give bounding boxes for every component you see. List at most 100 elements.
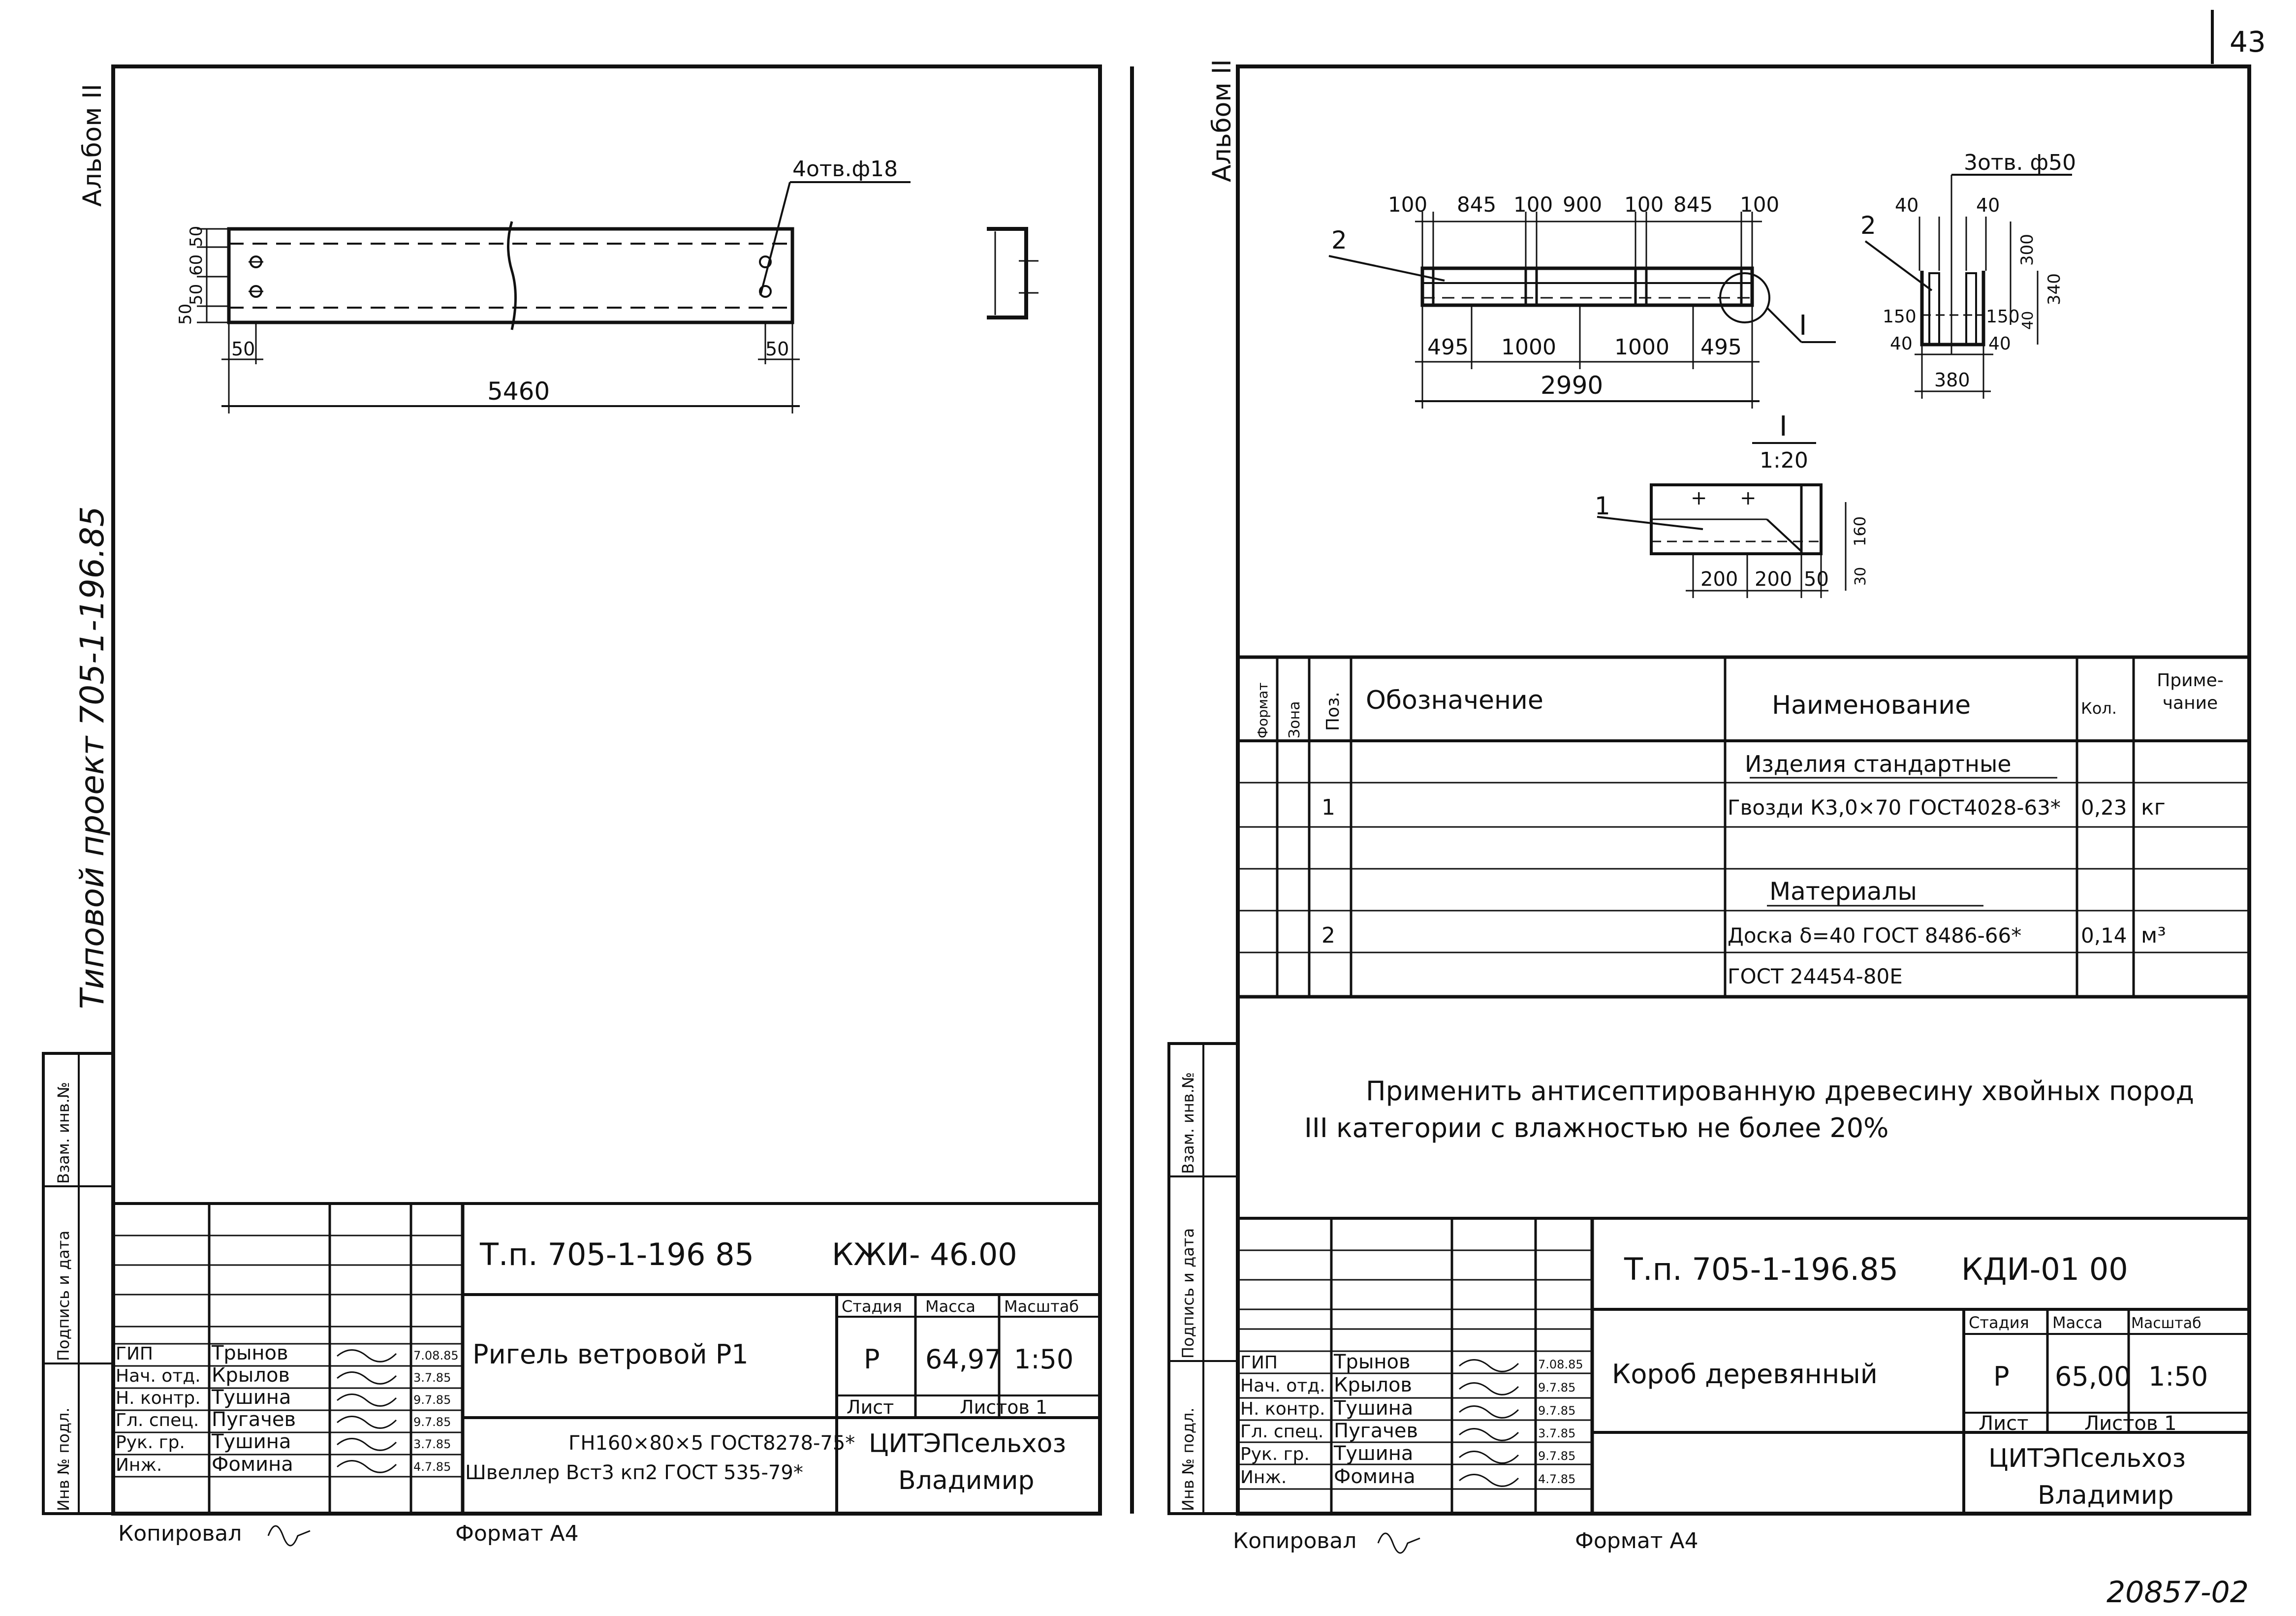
svg-text:Фомина: Фомина xyxy=(212,1453,293,1476)
svg-text:50: 50 xyxy=(187,284,206,305)
left-podp-data: Подпись и дата xyxy=(54,1231,73,1361)
left-signatures xyxy=(337,1349,397,1473)
right-roles: ГИП Трынов 7.08.85 Нач. отд. Крылов 9.7.… xyxy=(1240,1351,1583,1488)
spec-section-standard: Изделия стандартные xyxy=(1745,751,2012,777)
svg-text:Формат: Формат xyxy=(1255,682,1271,738)
svg-text:Владимир: Владимир xyxy=(898,1466,1035,1495)
svg-text:0,14: 0,14 xyxy=(2081,923,2127,948)
spec-header-note: Приме-чание xyxy=(2157,670,2224,713)
detail-plus-2: + xyxy=(1740,487,1757,509)
svg-text:3.7.85: 3.7.85 xyxy=(413,1437,451,1451)
svg-text:40: 40 xyxy=(1988,334,2011,354)
svg-text:845: 845 xyxy=(1457,192,1496,217)
svg-text:Масса: Масса xyxy=(925,1297,975,1316)
svg-text:Гл. спец.: Гл. спец. xyxy=(1240,1422,1323,1442)
box-cross-section: 3отв. ф50 40 40 300 340 40 150 150 40 40… xyxy=(1860,150,2076,399)
left-code: Т.п. 705-1-196 85 xyxy=(479,1236,754,1272)
svg-text:Гл. спец.: Гл. спец. xyxy=(116,1410,199,1430)
svg-text:Фомина: Фомина xyxy=(1334,1465,1415,1488)
svg-text:Крылов: Крылов xyxy=(212,1364,290,1387)
right-frame xyxy=(1236,64,2251,1516)
svg-text:50: 50 xyxy=(176,304,195,325)
svg-text:4.7.85: 4.7.85 xyxy=(1538,1472,1575,1486)
svg-text:Зона: Зона xyxy=(1286,701,1303,738)
svg-text:Листов 1: Листов 1 xyxy=(2084,1412,2177,1435)
bottom-code: 20857-02 xyxy=(2107,1575,2249,1610)
right-sheet: Альбом II Инв № подл. Подпись и дата Вза… xyxy=(1167,59,2251,1554)
left-vzam-inv: Взам. инв.№ xyxy=(54,1082,73,1184)
right-album: Альбом II xyxy=(1207,59,1237,182)
svg-text:Владимир: Владимир xyxy=(2038,1481,2174,1510)
svg-text:Лист: Лист xyxy=(1979,1412,2028,1435)
sec-holes: 3отв. ф50 xyxy=(1964,150,2076,175)
svg-text:Инж.: Инж. xyxy=(116,1455,162,1475)
svg-text:9.7.85: 9.7.85 xyxy=(413,1393,451,1407)
svg-text:200: 200 xyxy=(1755,568,1792,591)
right-format: Формат А4 xyxy=(1575,1528,1698,1553)
svg-text:Инж.: Инж. xyxy=(1240,1467,1287,1488)
left-frame xyxy=(111,64,1102,1516)
right-podp-data: Подпись и дата xyxy=(1179,1228,1197,1359)
svg-text:Нач. отд.: Нач. отд. xyxy=(1240,1376,1325,1396)
svg-text:65,00: 65,00 xyxy=(2055,1361,2131,1392)
svg-text:1:50: 1:50 xyxy=(1014,1344,1073,1375)
detail-node: I 1:20 + + 1 200 200 50 160 30 xyxy=(1595,411,1869,598)
left-material-2: Швеллер Вст3 кп2 ГОСТ 535-79* xyxy=(465,1461,803,1484)
svg-text:Тушина: Тушина xyxy=(1333,1442,1413,1465)
svg-text:100: 100 xyxy=(1740,192,1779,217)
svg-text:ЦИТЭПсельхоз: ЦИТЭПсельхоз xyxy=(869,1429,1066,1458)
svg-text:0,23: 0,23 xyxy=(2081,795,2127,820)
svg-text:60: 60 xyxy=(187,254,206,276)
left-project-side: Типовой проект 705-1-196.85 xyxy=(73,506,111,1009)
svg-text:380: 380 xyxy=(1934,369,1970,391)
svg-text:9.7.85: 9.7.85 xyxy=(1538,1404,1575,1418)
svg-text:Рук. гр.: Рук. гр. xyxy=(116,1432,185,1453)
svg-text:Масштаб: Масштаб xyxy=(1004,1297,1079,1316)
spec-header-name: Наименование xyxy=(1772,691,1971,720)
left-doc: КЖИ- 46.00 xyxy=(832,1236,1017,1272)
svg-text:50: 50 xyxy=(231,338,255,360)
note-line-1: Применить антисептированную древесину хв… xyxy=(1366,1076,2194,1107)
svg-text:Трынов: Трынов xyxy=(1333,1351,1411,1373)
node-label: I xyxy=(1799,310,1807,342)
left-inv-podl: Инв № подл. xyxy=(54,1407,73,1511)
svg-text:Н. контр.: Н. контр. xyxy=(1240,1399,1325,1419)
svg-text:I: I xyxy=(1779,411,1788,443)
svg-text:Масса: Масса xyxy=(2052,1313,2103,1332)
svg-text:1: 1 xyxy=(1321,795,1335,820)
left-title-block: Т.п. 705-1-196 85 КЖИ- 46.00 Ригель ветр… xyxy=(113,1202,1100,1514)
svg-text:160: 160 xyxy=(1851,516,1869,546)
svg-text:9.7.85: 9.7.85 xyxy=(413,1415,451,1429)
right-doc: КДИ-01 00 xyxy=(1961,1251,2128,1287)
page-number: 43 xyxy=(2230,25,2266,59)
svg-text:Крылов: Крылов xyxy=(1334,1374,1412,1396)
svg-text:Кол.: Кол. xyxy=(2081,699,2117,718)
beam-drawing: 4отв.ф18 50 60 50 50 50 50 5460 xyxy=(176,157,1038,413)
left-roles: ГИП Трынов 7.08.85 Нач. отд. Крылов 3.7.… xyxy=(116,1342,459,1476)
right-copied: Копировал xyxy=(1233,1528,1356,1553)
left-format: Формат А4 xyxy=(455,1521,579,1546)
svg-text:1:50: 1:50 xyxy=(2148,1361,2208,1392)
right-code: Т.п. 705-1-196.85 xyxy=(1624,1251,1898,1287)
svg-text:4.7.85: 4.7.85 xyxy=(413,1460,451,1474)
svg-text:300: 300 xyxy=(2017,234,2037,266)
svg-text:Тушина: Тушина xyxy=(211,1430,291,1453)
left-total-dim: 5460 xyxy=(487,377,550,406)
left-title: Ригель ветровой Р1 xyxy=(472,1339,749,1370)
right-title-block: Т.п. 705-1-196.85 КДИ-01 00 Короб деревя… xyxy=(1238,1217,2249,1514)
svg-text:Стадия: Стадия xyxy=(842,1297,902,1316)
left-album: Альбом II xyxy=(78,84,107,207)
svg-text:ЦИТЭПсельхоз: ЦИТЭПсельхоз xyxy=(1988,1444,2186,1473)
box-elevation: 100 845 100 900 100 845 100 495 1000 100… xyxy=(1328,192,1836,409)
svg-text:64,97: 64,97 xyxy=(925,1344,1002,1375)
right-total-dim: 2990 xyxy=(1541,371,1603,400)
right-title: Короб деревянный xyxy=(1612,1359,1878,1390)
svg-text:7.08.85: 7.08.85 xyxy=(1538,1358,1583,1371)
svg-text:30: 30 xyxy=(1852,567,1869,586)
left-material-1: ГН160×80×5 ГОСТ8278-75* xyxy=(568,1432,855,1455)
svg-text:ГИП: ГИП xyxy=(116,1344,153,1364)
svg-text:2: 2 xyxy=(1860,211,1876,240)
svg-text:50: 50 xyxy=(187,226,206,247)
svg-text:Лист: Лист xyxy=(847,1396,894,1418)
svg-text:Трынов: Трынов xyxy=(211,1342,288,1364)
